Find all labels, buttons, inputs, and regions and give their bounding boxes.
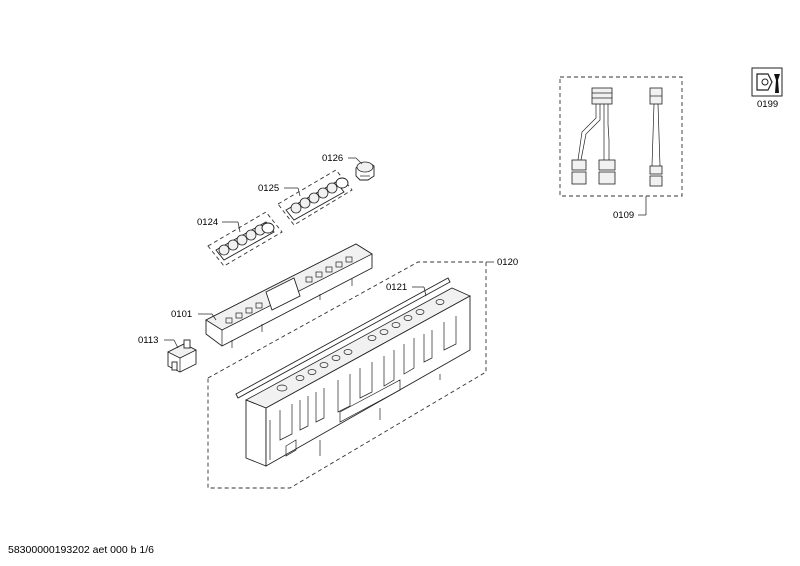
label-0126[interactable]: 0126	[322, 153, 343, 164]
label-0125[interactable]: 0125	[258, 183, 279, 194]
label-0199[interactable]: 0199	[757, 99, 778, 110]
label-0113[interactable]: 0113	[138, 335, 158, 346]
label-0120[interactable]: 0120	[497, 257, 518, 268]
cable-harness-0109	[571, 87, 663, 187]
label-0101[interactable]: 0101	[171, 309, 192, 320]
service-wrench-icon	[751, 67, 783, 97]
label-0124[interactable]: 0124	[197, 217, 218, 228]
control-housing-0121	[235, 277, 471, 467]
document-footer-id: 58300000193202 aet 000 b 1/6	[8, 544, 154, 556]
control-panel-strip-0101	[205, 243, 373, 348]
group-0125-frame	[277, 169, 353, 226]
group-0124-frame	[207, 211, 283, 267]
label-0121[interactable]: 0121	[386, 282, 407, 293]
group-0120-frame	[207, 261, 487, 489]
clip-0113	[167, 339, 197, 373]
group-0109-frame	[559, 76, 683, 197]
label-0109[interactable]: 0109	[613, 210, 634, 221]
knob-cap-0126	[355, 161, 375, 181]
button-strip-0124	[215, 221, 275, 261]
button-strip-0125	[285, 177, 349, 221]
